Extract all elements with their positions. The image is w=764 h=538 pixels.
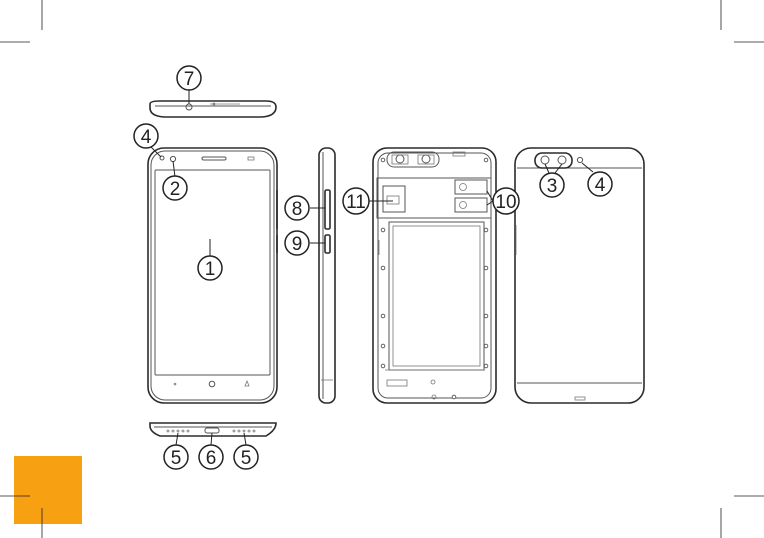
svg-text:8: 8 [292,199,303,220]
svg-text:5: 5 [171,448,182,469]
phone-side-view [319,148,335,403]
callout-4-front: 4 [134,124,158,148]
svg-text:3: 3 [547,176,558,197]
callout-10: 10 [493,188,519,214]
svg-text:5: 5 [241,448,252,469]
callout-5-left: 5 [164,445,188,469]
svg-text:9: 9 [292,234,303,255]
speaker-grille-right-icon [233,430,255,432]
svg-text:11: 11 [346,192,366,213]
rear-camera-module-icon [387,152,439,167]
callout-4-back: 4 [588,172,612,196]
front-camera-icon [170,156,175,161]
volume-key [325,190,330,229]
svg-text:10: 10 [495,192,516,213]
callout-1: 1 [198,256,222,280]
svg-text:4: 4 [595,175,606,196]
phone-bottom-edge-view [150,423,276,436]
callout-8: 8 [285,196,309,220]
phone-back-closed-view [515,148,644,403]
phone-back-open-view [373,148,496,403]
home-key-icon [209,381,215,387]
callout-11: 11 [343,188,369,214]
phone-top-edge-view [150,101,276,117]
callout-7: 7 [177,66,201,90]
callout-9: 9 [285,231,309,255]
callout-6: 6 [199,445,223,469]
power-key [325,235,330,253]
svg-text:2: 2 [170,179,181,200]
headphone-jack-icon [186,104,192,110]
usb-port-icon [205,428,219,433]
callout-3: 3 [540,173,564,197]
callout-2: 2 [163,176,187,200]
earpiece-icon [202,157,226,160]
speaker-grille-left-icon [167,430,189,432]
svg-text:6: 6 [206,448,217,469]
flash-icon [577,157,582,162]
battery-icon [389,222,484,370]
callout-5-right: 5 [234,445,258,469]
microsd-slot-icon [383,186,405,212]
svg-text:4: 4 [141,127,152,148]
svg-text:7: 7 [184,69,195,90]
svg-text:1: 1 [205,259,216,280]
